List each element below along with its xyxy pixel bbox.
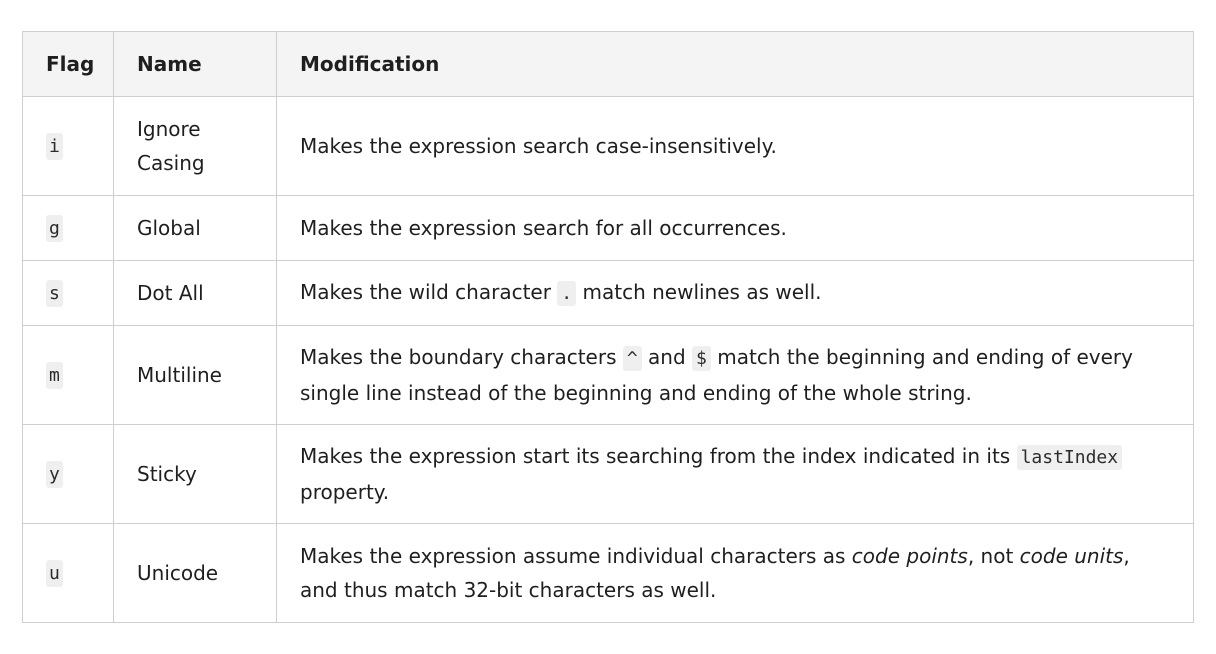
flag-name: Global bbox=[137, 216, 201, 240]
modification-cell: Makes the boundary characters ^ and $ ma… bbox=[276, 325, 1194, 425]
inline-code: $ bbox=[692, 346, 711, 371]
name-cell: Unicode bbox=[113, 523, 277, 623]
modification-text-after: match newlines as well. bbox=[576, 280, 822, 304]
flag-name: Unicode bbox=[137, 561, 219, 585]
flag-cell: i bbox=[22, 96, 114, 196]
modification-text-after: property. bbox=[300, 480, 390, 504]
emphasis-text: code points bbox=[851, 544, 968, 568]
table-row: u Unicode Makes the expression assume in… bbox=[22, 523, 1194, 623]
inline-code: ^ bbox=[622, 346, 642, 371]
modification-text-before: Makes the boundary characters bbox=[300, 345, 623, 369]
flag-name: Dot All bbox=[137, 281, 204, 305]
header-row: Flag Name Modification bbox=[22, 31, 1194, 97]
name-cell: Ignore Casing bbox=[113, 96, 277, 196]
modification-text-after: match the beginning and ending of every … bbox=[300, 345, 1133, 405]
flag-cell: g bbox=[22, 195, 114, 261]
modification-cell: Makes the expression assume individual c… bbox=[276, 523, 1194, 623]
table-row: i Ignore Casing Makes the expression sea… bbox=[22, 96, 1194, 196]
table-row: g Global Makes the expression search for… bbox=[22, 195, 1194, 261]
flag-name: Multiline bbox=[137, 363, 222, 387]
header-flag: Flag bbox=[22, 31, 114, 97]
table-body: i Ignore Casing Makes the expression sea… bbox=[22, 96, 1194, 623]
flag-code: y bbox=[46, 461, 63, 488]
flag-cell: u bbox=[22, 523, 114, 623]
name-cell: Sticky bbox=[113, 424, 277, 524]
flag-name: Ignore Casing bbox=[137, 117, 205, 175]
modification-text-after: , and thus match 32-bit characters as we… bbox=[300, 544, 1130, 602]
inline-code: . bbox=[557, 281, 577, 306]
flag-code: g bbox=[46, 215, 63, 242]
flag-cell: m bbox=[22, 325, 114, 425]
table-row: m Multiline Makes the boundary character… bbox=[22, 325, 1194, 425]
modification-text-middle: and bbox=[641, 345, 693, 369]
modification-cell: Makes the expression start its searching… bbox=[276, 424, 1194, 524]
modification-text-before: Makes the wild character bbox=[300, 280, 558, 304]
header-name: Name bbox=[113, 31, 277, 97]
name-cell: Global bbox=[113, 195, 277, 261]
modification-text-middle: , not bbox=[967, 544, 1020, 568]
modification-text: Makes the expression search case-insensi… bbox=[300, 134, 777, 158]
name-cell: Dot All bbox=[113, 260, 277, 326]
modification-text: Makes the expression search for all occu… bbox=[300, 216, 787, 240]
flag-name: Sticky bbox=[137, 462, 197, 486]
regex-flags-table-container: Flag Name Modification i Ignore Casing M… bbox=[22, 31, 1194, 623]
modification-cell: Makes the expression search case-insensi… bbox=[276, 96, 1194, 196]
table-header: Flag Name Modification bbox=[22, 31, 1194, 97]
flag-cell: s bbox=[22, 260, 114, 326]
name-cell: Multiline bbox=[113, 325, 277, 425]
modification-text-before: Makes the expression assume individual c… bbox=[300, 544, 852, 568]
modification-cell: Makes the expression search for all occu… bbox=[276, 195, 1194, 261]
table-row: s Dot All Makes the wild character . mat… bbox=[22, 260, 1194, 326]
inline-code: lastIndex bbox=[1016, 445, 1123, 470]
flag-code: m bbox=[46, 362, 63, 389]
flag-code: i bbox=[46, 133, 63, 160]
header-modification: Modification bbox=[276, 31, 1194, 97]
modification-text-before: Makes the expression start its searching… bbox=[300, 444, 1017, 468]
flag-cell: y bbox=[22, 424, 114, 524]
flag-code: u bbox=[46, 560, 63, 587]
modification-cell: Makes the wild character . match newline… bbox=[276, 260, 1194, 326]
regex-flags-table: Flag Name Modification i Ignore Casing M… bbox=[22, 31, 1194, 623]
emphasis-text: code units bbox=[1019, 544, 1124, 568]
table-row: y Sticky Makes the expression start its … bbox=[22, 424, 1194, 524]
flag-code: s bbox=[46, 280, 63, 307]
